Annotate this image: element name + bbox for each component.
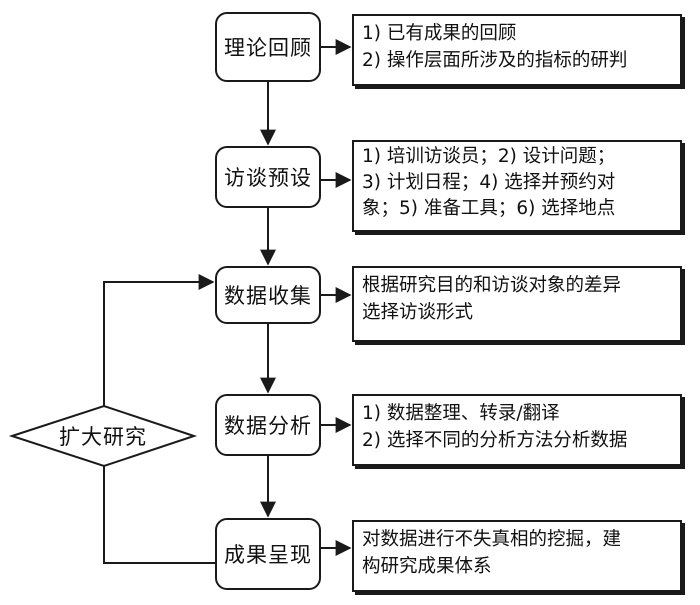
note-results-presentation: 对数据进行不失真相的挖掘，建 构研究成果体系 [352,520,682,592]
note-line: 3) 计划日程；4) 选择并预约对 [362,172,616,193]
note-theory-review: 1) 已有成果的回顾 2) 操作层面所涉及的指标的研判 [352,14,682,86]
note-line: 选择访谈形式 [362,302,474,323]
decision-label: 扩大研究 [59,425,147,449]
arrow-decision-to-collection [103,274,215,406]
note-line: 1) 数据整理、转录/翻译 [362,403,560,424]
arrow-results-to-decision [103,466,215,564]
note-line: 2) 操作层面所涉及的指标的研判 [362,50,628,71]
note-line: 对数据进行不失真相的挖掘，建 [362,529,622,550]
note-line: 根据研究目的和访谈对象的差异 [362,275,622,296]
note-data-analysis: 1) 数据整理、转录/翻译 2) 选择不同的分析方法分析数据 [352,394,682,466]
step-results-presentation: 成果呈现 [215,518,321,590]
note-line: 1) 培训访谈员；2) 设计问题； [362,146,616,167]
note-line: 1) 已有成果的回顾 [362,23,517,44]
note-data-collection: 根据研究目的和访谈对象的差异 选择访谈形式 [352,266,682,342]
step-theory-review: 理论回顾 [215,12,321,82]
step-data-analysis: 数据分析 [215,394,321,456]
note-line: 构研究成果体系 [362,556,492,577]
note-line: 象；5) 准备工具；6) 选择地点 [362,198,616,219]
note-line: 2) 选择不同的分析方法分析数据 [362,430,628,451]
step-interview-preset: 访谈预设 [215,146,321,208]
step-data-collection: 数据收集 [215,266,321,324]
note-interview-preset: 1) 培训访谈员；2) 设计问题； 3) 计划日程；4) 选择并预约对 象；5)… [352,140,682,232]
decision-diamond [8,404,198,468]
